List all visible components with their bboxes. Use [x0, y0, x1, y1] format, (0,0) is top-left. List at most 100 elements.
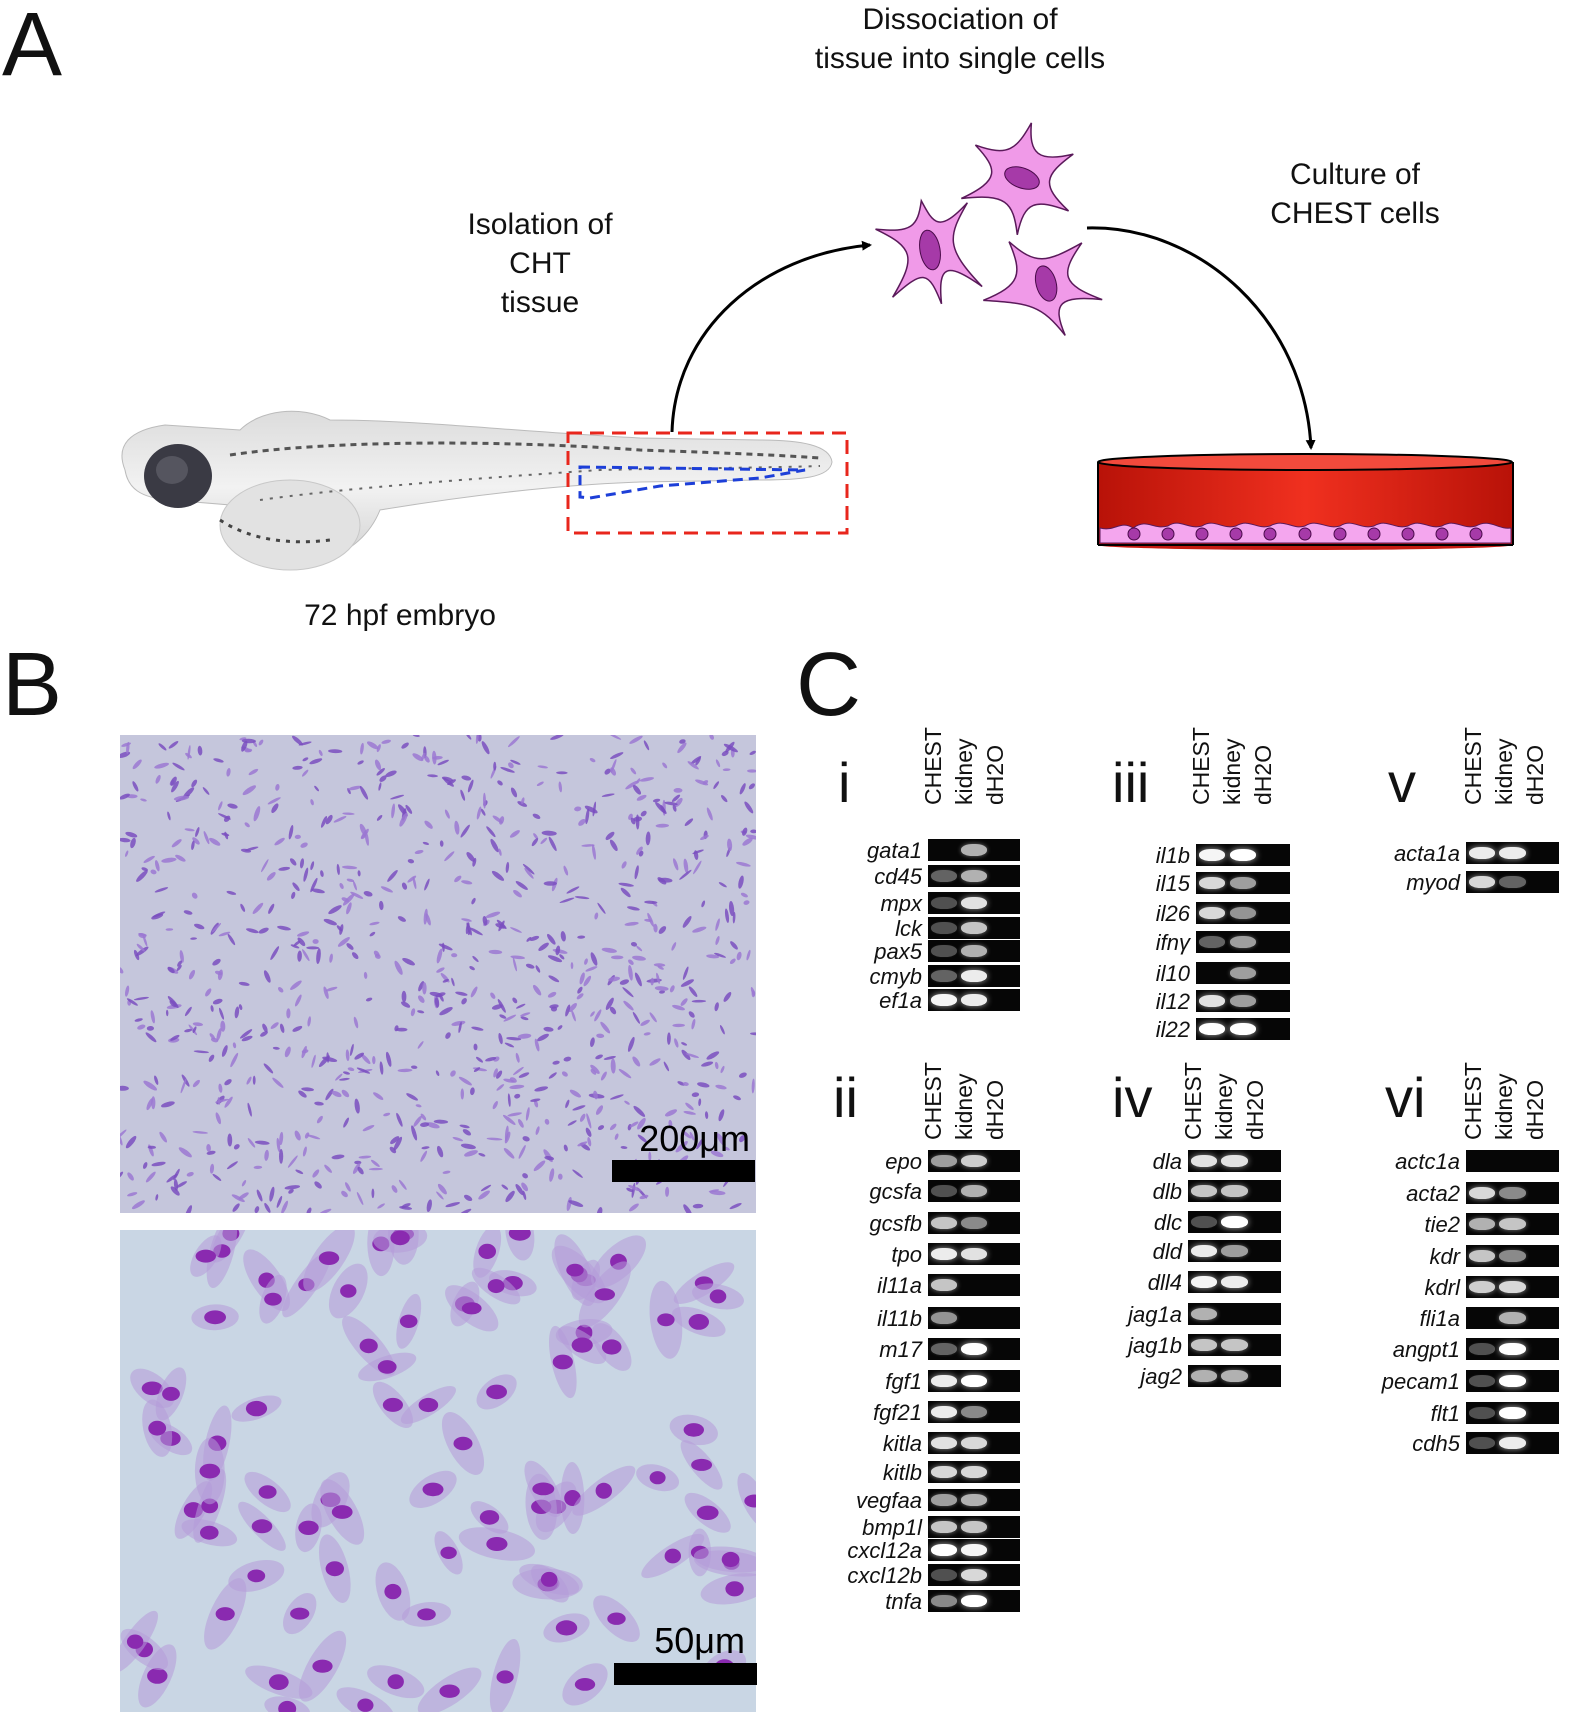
- gel-row-dlb: [1188, 1180, 1281, 1202]
- gel-row-acta2: [1466, 1182, 1559, 1204]
- gene-label-cd45: cd45: [874, 864, 922, 889]
- lane-header-i-1: kidney: [951, 738, 977, 805]
- gene-label-dld: dld: [1152, 1239, 1182, 1264]
- band-fli1a-1: [1499, 1311, 1526, 1325]
- gene-label-jag1a: jag1a: [1128, 1302, 1182, 1327]
- band-pecam1-0: [1468, 1374, 1495, 1388]
- gel-row-gcsfb: [928, 1212, 1020, 1234]
- gene-label-kitla: kitla: [882, 1431, 922, 1456]
- lane-header-iv-1: kidney: [1211, 1073, 1237, 1140]
- band-il15-1: [1229, 876, 1257, 890]
- gel-row-il12: [1196, 990, 1290, 1012]
- gene-label-angpt1: angpt1: [1392, 1337, 1460, 1362]
- band-fgf1-1: [961, 1374, 987, 1388]
- gel-row-ef1a: [928, 989, 1020, 1011]
- band-dlb-0: [1190, 1184, 1217, 1198]
- gene-label-pax5: pax5: [874, 939, 922, 964]
- gene-label-acta1a: acta1a: [1393, 841, 1460, 866]
- band-mpx-1: [961, 896, 987, 910]
- band-acta2-0: [1468, 1186, 1495, 1200]
- band-jag2-1: [1221, 1369, 1248, 1383]
- step-dissociation-label: Dissociation of tissue into single cells: [790, 0, 1130, 78]
- gel-row-fgf21: [928, 1401, 1020, 1423]
- band-il12-0: [1198, 994, 1226, 1008]
- band-m17-1: [961, 1342, 987, 1356]
- group-label-i: i: [838, 751, 851, 814]
- band-kitla-0: [930, 1436, 957, 1450]
- lane-header-v-0: CHEST: [1460, 727, 1486, 805]
- gene-label-epo: epo: [885, 1149, 922, 1174]
- gene-label-actc1a: actc1a: [1395, 1149, 1460, 1174]
- gene-label-cxcl12b: cxcl12b: [847, 1563, 922, 1588]
- gene-label-lck: lck: [895, 916, 922, 941]
- panel-letter-b: B: [2, 635, 63, 735]
- gel-row-vegfaa: [928, 1489, 1020, 1511]
- band-gcsfa-1: [961, 1184, 987, 1198]
- band-il1b-0: [1198, 848, 1226, 862]
- band-dlb-1: [1221, 1184, 1248, 1198]
- gene-label-ef1a: ef1a: [879, 988, 922, 1013]
- gel-row-kdr: [1466, 1245, 1559, 1267]
- band-il1b-1: [1229, 848, 1257, 862]
- gel-row-tpo: [928, 1243, 1020, 1265]
- band-dla-0: [1190, 1154, 1217, 1168]
- band-kdrl-0: [1468, 1280, 1495, 1294]
- lane-header-vi-1: kidney: [1491, 1073, 1517, 1140]
- band-tpo-1: [961, 1247, 987, 1261]
- gene-label-pecam1: pecam1: [1381, 1369, 1460, 1394]
- gene-label-cmyb: cmyb: [869, 964, 922, 989]
- gel-row-fgf1: [928, 1370, 1020, 1392]
- gene-label-il1b: il1b: [1155, 843, 1190, 868]
- gel-row-dll4: [1188, 1271, 1281, 1293]
- band-il22-1: [1229, 1022, 1257, 1036]
- gene-label-dla: dla: [1152, 1149, 1182, 1174]
- gel-row-cxcl12b: [928, 1564, 1020, 1586]
- gel-row-flt1: [1466, 1402, 1559, 1424]
- gene-label-tie2: tie2: [1424, 1212, 1460, 1237]
- gene-label-ifnγ: ifnγ: [1155, 930, 1190, 955]
- band-tie2-1: [1499, 1217, 1526, 1231]
- gene-label-il22: il22: [1155, 1017, 1190, 1042]
- band-acta1a-0: [1468, 846, 1495, 860]
- gene-label-bmp1l: bmp1l: [862, 1515, 922, 1540]
- gel-row-pax5: [928, 940, 1020, 962]
- scalebar-200um: [612, 1160, 755, 1182]
- gene-label-il15: il15: [1155, 871, 1190, 896]
- gene-label-m17: m17: [879, 1337, 922, 1362]
- gene-label-mpx: mpx: [880, 891, 922, 916]
- band-ef1a-0: [930, 993, 957, 1007]
- band-vegfaa-0: [930, 1493, 957, 1507]
- gene-label-flt1: flt1: [1430, 1401, 1460, 1426]
- gene-label-fli1a: fli1a: [1419, 1306, 1460, 1331]
- lane-header-ii-0: CHEST: [920, 1062, 946, 1140]
- panel-letter-a: A: [2, 0, 63, 95]
- culture-dish: [1097, 453, 1514, 550]
- cell-1: [875, 198, 983, 305]
- gene-label-gcsfa: gcsfa: [869, 1179, 922, 1204]
- panel-letter-c: C: [796, 635, 861, 735]
- band-acta1a-1: [1499, 846, 1526, 860]
- gene-label-dlb: dlb: [1152, 1179, 1182, 1204]
- gel-row-angpt1: [1466, 1338, 1559, 1360]
- gel-row-jag1a: [1188, 1303, 1281, 1325]
- group-label-v: v: [1388, 751, 1416, 814]
- gel-row-jag1b: [1188, 1334, 1281, 1356]
- band-bmp1l-0: [930, 1520, 957, 1534]
- band-il11b-0: [930, 1311, 957, 1325]
- gel-row-kdrl: [1466, 1276, 1559, 1298]
- band-kdr-1: [1499, 1249, 1526, 1263]
- gel-row-bmp1l: [928, 1516, 1020, 1538]
- band-fgf21-1: [961, 1405, 987, 1419]
- cht-region-box: [566, 431, 849, 535]
- micrograph-high-texture: [120, 1230, 756, 1712]
- band-cd45-1: [961, 869, 987, 883]
- step-isolation-line-2: CHT: [509, 247, 571, 280]
- band-pax5-1: [961, 944, 987, 958]
- gel-row-cmyb: [928, 965, 1020, 987]
- gene-label-il12: il12: [1155, 989, 1190, 1014]
- band-il26-0: [1198, 906, 1226, 920]
- band-kitla-1: [961, 1436, 987, 1450]
- gel-row-m17: [928, 1338, 1020, 1360]
- band-angpt1-1: [1499, 1342, 1526, 1356]
- lane-header-i-0: CHEST: [920, 727, 946, 805]
